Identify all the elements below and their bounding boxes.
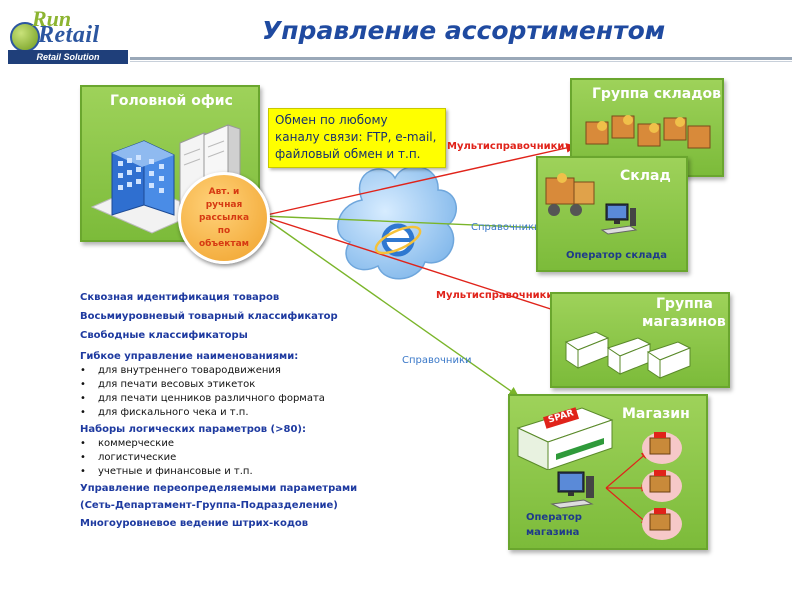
store-group-title-line2: магазинов	[642, 314, 726, 330]
stores-group-icon	[564, 331, 692, 379]
arrow-to-store-group	[261, 215, 561, 314]
store-operator-line1: Оператор	[526, 512, 582, 523]
dispatch-text: Авт. и ручная рассылка по объектам	[198, 186, 250, 249]
page-title: Управление ассортиментом	[262, 16, 666, 45]
feature-item: (Сеть-Департамент-Группа-Подразделение)	[80, 500, 338, 511]
title-divider	[130, 57, 792, 60]
runretail-logo: Run Retail Retail Solution	[6, 6, 130, 64]
label-multi-mid: Мультисправочники	[436, 290, 554, 301]
dispatch-circle: Авт. и ручная рассылка по объектам	[178, 172, 270, 264]
head-office-box: Головной офис	[80, 85, 260, 242]
label-multi-top: Мультисправочники	[447, 141, 565, 152]
logo-run-text: Run	[32, 6, 72, 31]
network-cloud	[337, 165, 458, 280]
logo-retail-text: Retail	[38, 22, 100, 48]
feature-item: Наборы логических параметров (>80):	[80, 424, 306, 435]
logo-tagline: Retail Solution	[8, 50, 128, 64]
exchange-note-line: файловый обмен и т.п.	[275, 147, 421, 161]
exchange-note-line: каналу связи: FTP, e-mail,	[275, 130, 437, 144]
feature-bullet: •логистические	[80, 452, 177, 463]
feature-bullet: •коммерческие	[80, 438, 174, 449]
forklift-group-icon	[585, 115, 711, 149]
feature-bullet: •учетные и финансовые и т.п.	[80, 466, 253, 477]
feature-item: Свободные классификаторы	[80, 330, 248, 341]
feature-bullet: •для печати ценников различного формата	[80, 393, 325, 404]
feature-item: Восьмиуровневый товарный классификатор	[80, 311, 338, 322]
store-title: Магазин	[622, 406, 690, 422]
arrow-to-warehouse	[261, 215, 546, 233]
warehouse-group-title: Группа складов	[592, 86, 722, 102]
store-group-box: Группа магазинов	[550, 292, 730, 388]
feature-item: Сквозная идентификация товаров	[80, 292, 280, 303]
warehouse-title: Склад	[620, 168, 671, 184]
exchange-note: Обмен по любому каналу связи: FTP, e-mai…	[268, 108, 446, 168]
store-group-title-line1: Группа	[656, 296, 713, 312]
feature-bullet: •для печати весовых этикеток	[80, 379, 256, 390]
feature-bullet: •для фискального чека и т.п.	[80, 407, 249, 418]
cash-register-icon	[642, 432, 682, 464]
computer-icon	[600, 203, 638, 235]
spar-store-icon	[516, 407, 614, 470]
internet-explorer-icon	[374, 223, 422, 257]
warehouse-operator: Оператор склада	[566, 250, 668, 261]
arrow-to-warehouse-group	[261, 143, 576, 217]
label-ref-bottom: Справочники	[402, 355, 472, 366]
cash-register-icons	[642, 432, 682, 540]
pos-computer-icon	[550, 471, 594, 509]
warehouse-box: Склад Оператор склада	[536, 156, 688, 272]
feature-item: Управление переопределяемыми параметрами	[80, 483, 358, 494]
cash-register-icon	[642, 470, 682, 502]
head-office-title: Головной офис	[110, 93, 233, 109]
forklift-icon	[545, 173, 595, 216]
feature-item: Гибкое управление наименованиями:	[80, 351, 299, 362]
cash-register-icon	[642, 508, 682, 540]
exchange-note-line: Обмен по любому	[275, 113, 388, 127]
features-list: Сквозная идентификация товаров Восьмиуро…	[80, 291, 380, 531]
store-box: Магазин SPAR Оператор магазина	[508, 394, 708, 550]
arrow-to-store	[261, 215, 519, 397]
store-operator-line2: магазина	[526, 527, 580, 538]
label-ref-top: Справочники	[471, 222, 541, 233]
title-divider-thin	[130, 61, 792, 62]
feature-bullet: •для внутреннего товародвижения	[80, 365, 281, 376]
store-arrows	[605, 451, 649, 525]
feature-item: Многоуровневое ведение штрих-кодов	[80, 518, 309, 529]
